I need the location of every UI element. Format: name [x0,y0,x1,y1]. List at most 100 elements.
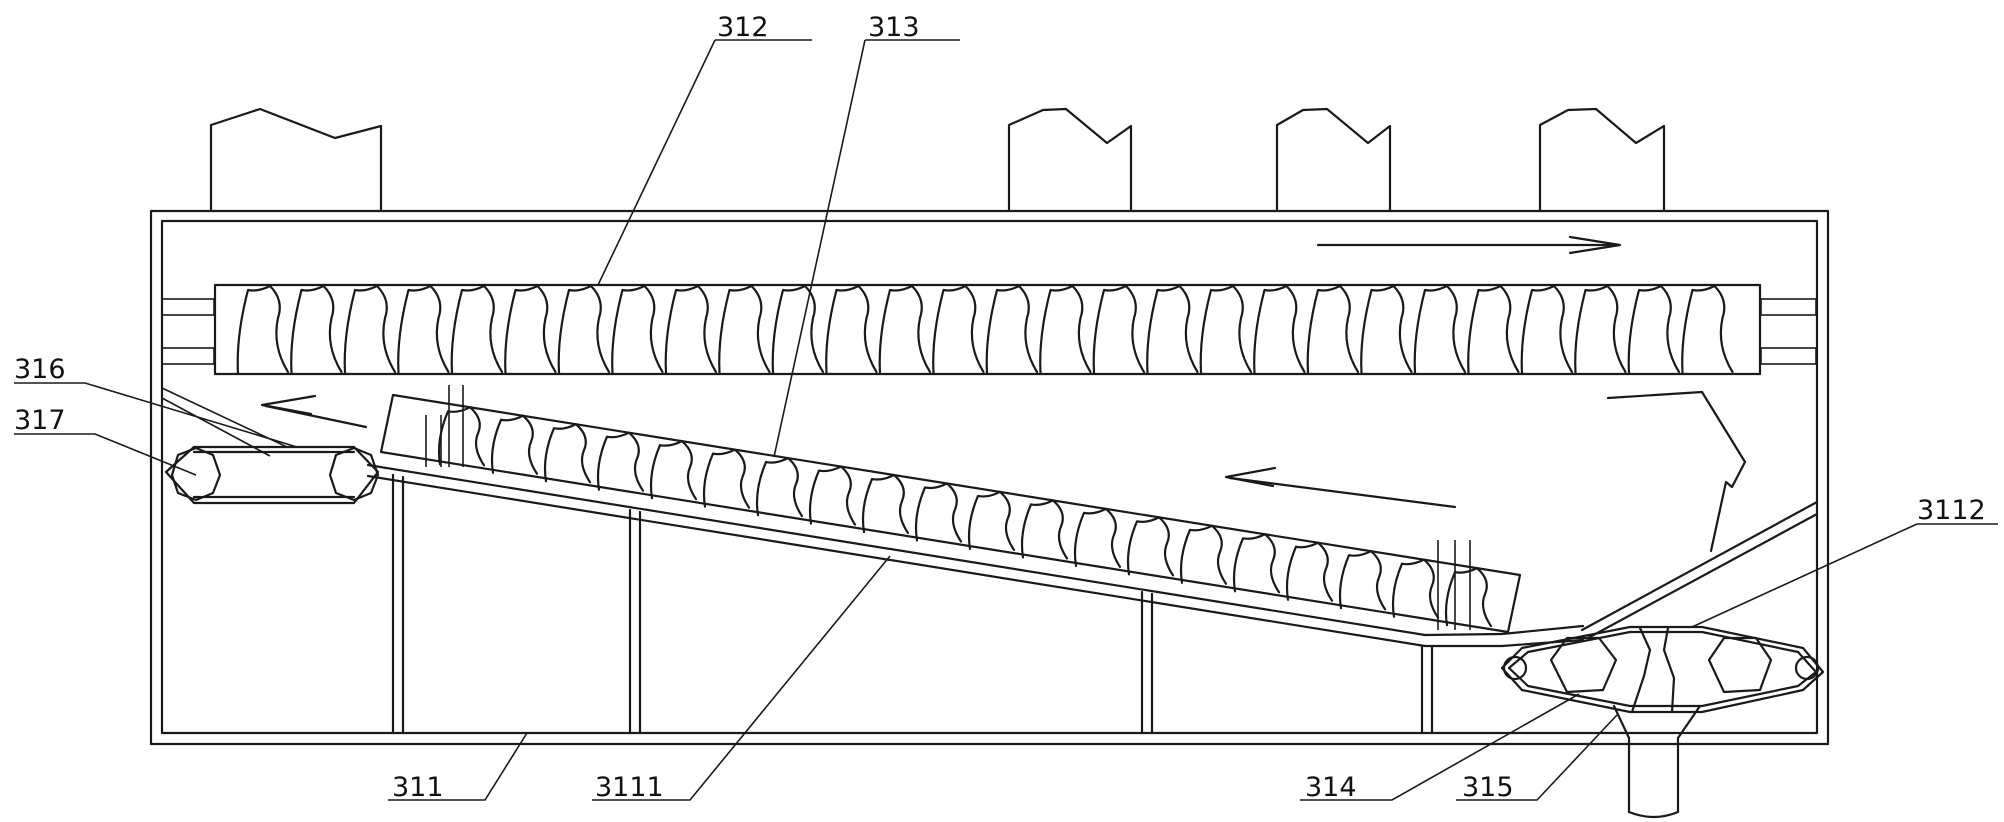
left-belt-conveyor [164,445,380,505]
screw-flight [429,284,450,374]
screw-flight [1199,284,1235,375]
inclined-chute [161,387,1819,648]
screw-flight [1422,558,1440,619]
screw-flight [733,448,751,509]
screw-flight [1552,284,1574,374]
screw-flight [1713,284,1734,374]
screw-flight [536,284,557,374]
screw-flight [504,284,539,375]
screw-flight [808,465,843,525]
screw-flight [1413,284,1449,375]
label-313: 313 [868,12,920,43]
screw-flight [450,284,486,375]
screw-flight [1338,284,1360,374]
screw-flight [1574,284,1609,375]
reference-labels: 312 313 316 317 3112 311 3111 314 315 [14,12,1986,803]
screw-flight [1092,284,1128,375]
right-roller-assembly [1500,625,1825,714]
screw-flight [574,423,592,484]
screw-flight [680,440,698,501]
screw-flight [1391,558,1426,618]
inlet-pipes [209,107,1666,213]
screw-flight [1499,284,1520,374]
screw-flight [702,448,737,508]
screw-flight [1263,533,1281,594]
screw-flight [649,440,684,500]
screw-flight [1071,284,1092,374]
screw-flight [1659,284,1681,374]
screw-flight [290,284,325,375]
screw-flight [375,284,397,374]
screw-flight [878,284,914,375]
screw-flight [482,284,504,374]
screw-flight [643,284,664,374]
screw-flight [1475,567,1493,628]
screw-flight [1627,284,1663,375]
screw-flight [627,431,645,492]
screw-flight [839,465,857,526]
screw-flight [771,284,807,375]
screw-flight [914,482,949,542]
screw-flight [1039,284,1074,375]
screw-flight [825,284,860,375]
screw-flight [932,284,967,375]
screw-flight [718,284,753,375]
screw-flight [1051,499,1069,560]
screw-flight [611,284,646,375]
screw-flight [521,414,539,475]
screw-flight [910,284,932,374]
screw-flight [750,284,771,374]
screw-flight [1124,284,1146,374]
label-311: 311 [392,772,444,803]
lower-screw-conveyor [379,385,1522,634]
screw-flight [892,473,910,535]
screw-flight [998,490,1016,552]
screw-flight [755,456,790,517]
screw-flight [1179,524,1214,584]
screw-flight [664,284,700,375]
screw-flight [596,431,631,491]
screw-flight [1316,541,1334,602]
screw-flight [437,406,472,466]
screw-flight [803,284,825,374]
screw-flight [1285,541,1320,601]
screw-flight [1178,284,1199,374]
screw-flight [1338,550,1373,610]
screw-flight [1445,284,1467,374]
label-314: 314 [1305,772,1357,803]
screw-flight [696,284,718,374]
screw-flight [1210,524,1228,585]
screw-flight [397,284,432,375]
label-3111: 3111 [595,772,664,803]
screw-flight [322,284,343,374]
screw-flight [1232,533,1267,593]
screw-flight [1369,550,1387,611]
screw-flight [589,284,611,374]
screw-flight [1392,284,1413,374]
label-316: 316 [14,354,66,385]
screw-flight [1444,567,1479,627]
screw-flight [985,284,1021,375]
screw-flight [945,482,963,543]
label-3112: 3112 [1917,495,1986,526]
screw-flight [557,284,593,375]
housing [149,209,1830,746]
screw-flight [1020,499,1055,559]
screw-flight [543,423,578,483]
upper-screw-conveyor [161,283,1817,376]
label-315: 315 [1462,772,1514,803]
screw-flight [1306,284,1342,375]
screw-flight [1606,284,1627,374]
flow-arrows [260,235,1747,553]
screw-flight [1073,507,1108,567]
screw-flight [1104,507,1122,568]
screw-flight [786,456,804,518]
screw-flight [1520,284,1556,375]
screw-flight [964,284,985,374]
screw-flight [967,490,1002,551]
screw-flight [1157,516,1175,577]
outlet-pipe [1612,704,1702,819]
label-312: 312 [717,12,769,43]
screw-flight [1681,284,1716,375]
